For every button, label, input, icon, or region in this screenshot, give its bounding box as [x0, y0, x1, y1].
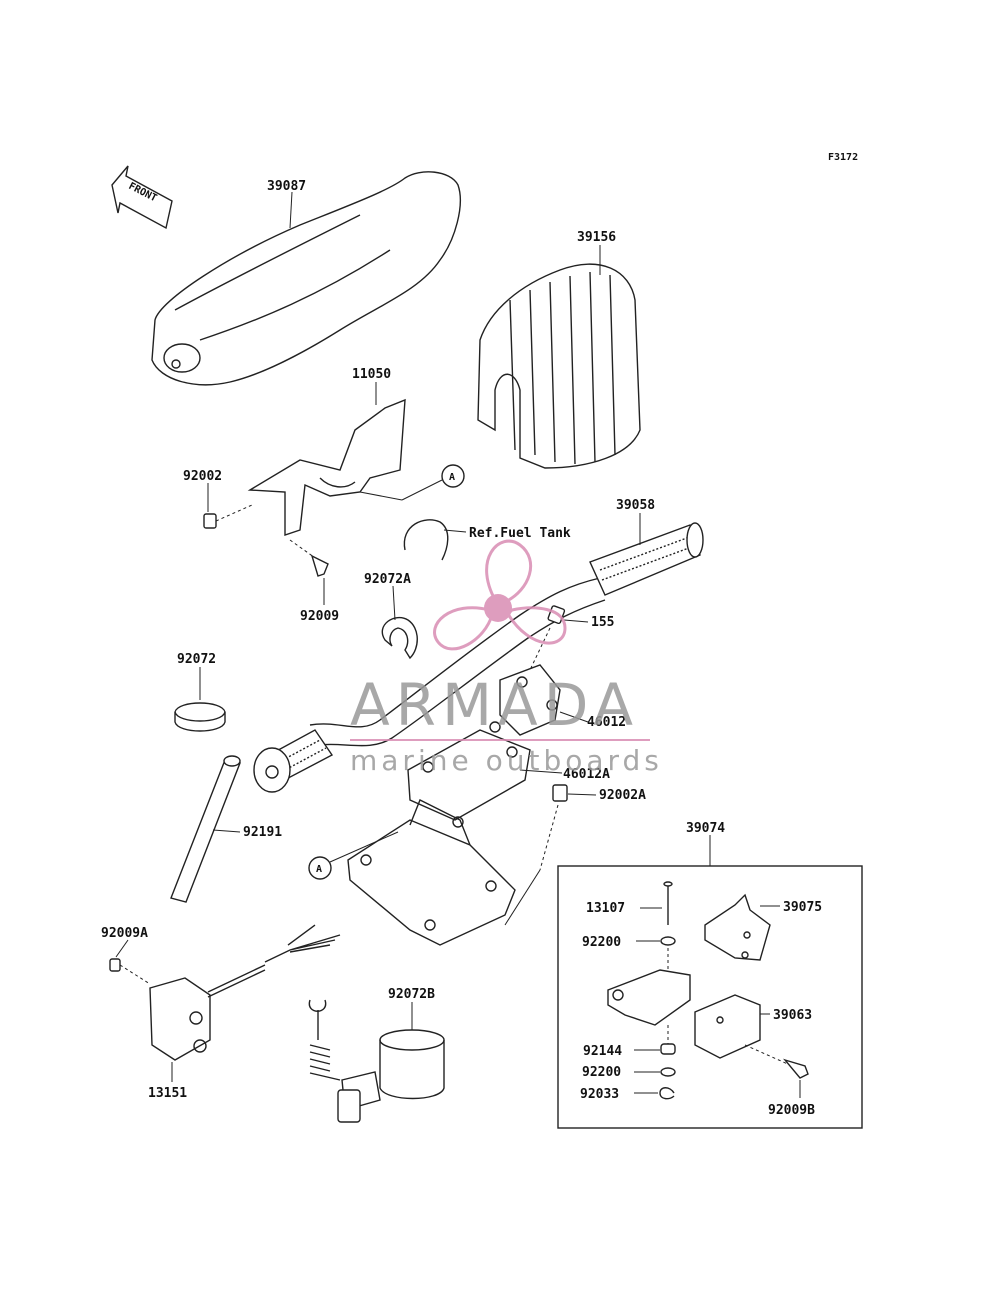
- label-155: 155: [591, 615, 614, 630]
- label-ref-fuel-tank: Ref.Fuel Tank: [469, 526, 571, 541]
- bracket-part[interactable]: [247, 398, 406, 536]
- label-39087: 39087: [267, 179, 306, 194]
- circlip-92033[interactable]: [659, 1087, 675, 1100]
- label-39075: 39075: [783, 900, 822, 915]
- fuel-hose-ref: [403, 519, 449, 561]
- assembly-box-39074: 39074 13107 39075 92200: [557, 821, 863, 1129]
- callout-a-bottom: A: [316, 864, 322, 875]
- label-92072b: 92072B: [388, 987, 435, 1002]
- label-92002: 92002: [183, 469, 222, 484]
- figure-code: F3172: [828, 152, 858, 163]
- clamp-92072[interactable]: [174, 702, 226, 732]
- label-92009b: 92009B: [768, 1103, 815, 1118]
- washer-92200-bottom[interactable]: [660, 1067, 676, 1077]
- holder-46012a[interactable]: [347, 721, 531, 946]
- throttle-block[interactable]: [607, 948, 691, 1026]
- bolt-92002a[interactable]: [504, 784, 568, 926]
- label-92200-bottom: 92200: [582, 1065, 621, 1080]
- label-92072: 92072: [177, 652, 216, 667]
- label-92009a: 92009A: [101, 926, 148, 941]
- label-11050: 11050: [352, 367, 391, 382]
- label-92191: 92191: [243, 825, 282, 840]
- label-39063: 39063: [773, 1008, 812, 1023]
- label-13107: 13107: [586, 901, 625, 916]
- label-39074: 39074: [686, 821, 725, 836]
- callout-a-top: A: [449, 472, 455, 483]
- bolt-92002[interactable]: [203, 504, 253, 529]
- bolt-92009b[interactable]: [744, 1044, 809, 1079]
- washer-92200-top[interactable]: [660, 936, 676, 946]
- pin-13107[interactable]: [663, 881, 673, 925]
- label-13151: 13151: [148, 1086, 187, 1101]
- block-39063[interactable]: [694, 994, 761, 1059]
- watermark-brand: ARMADA: [350, 671, 639, 739]
- label-39156: 39156: [577, 230, 616, 245]
- bolt-92009a[interactable]: [109, 958, 151, 985]
- lever-39075[interactable]: [704, 893, 771, 961]
- label-92144: 92144: [583, 1044, 622, 1059]
- seat-part[interactable]: [151, 171, 461, 386]
- holder-46012[interactable]: [499, 664, 561, 736]
- watermark-tagline: marine outboards: [350, 744, 663, 777]
- watermark: ARMADA marine outboards: [350, 539, 663, 777]
- handlebar-part[interactable]: [253, 522, 704, 793]
- clamp-92072b[interactable]: [308, 999, 445, 1123]
- label-46012a: 46012A: [563, 767, 610, 782]
- propeller-logo-icon: [433, 539, 567, 651]
- front-arrow-icon: FRONT: [111, 165, 173, 230]
- spring-92144[interactable]: [660, 1025, 676, 1055]
- label-92072a: 92072A: [364, 572, 411, 587]
- bolt-92009[interactable]: [289, 539, 329, 577]
- label-92200-top: 92200: [582, 935, 621, 950]
- label-92009: 92009: [300, 609, 339, 624]
- clamp-92072a[interactable]: [381, 616, 418, 660]
- label-92033: 92033: [580, 1087, 619, 1102]
- label-39058: 39058: [616, 498, 655, 513]
- switch-13151[interactable]: [149, 924, 341, 1061]
- cover-part[interactable]: [477, 263, 641, 469]
- label-46012: 46012: [587, 715, 626, 730]
- label-92002a: 92002A: [599, 788, 646, 803]
- pipe-92191[interactable]: [170, 755, 241, 903]
